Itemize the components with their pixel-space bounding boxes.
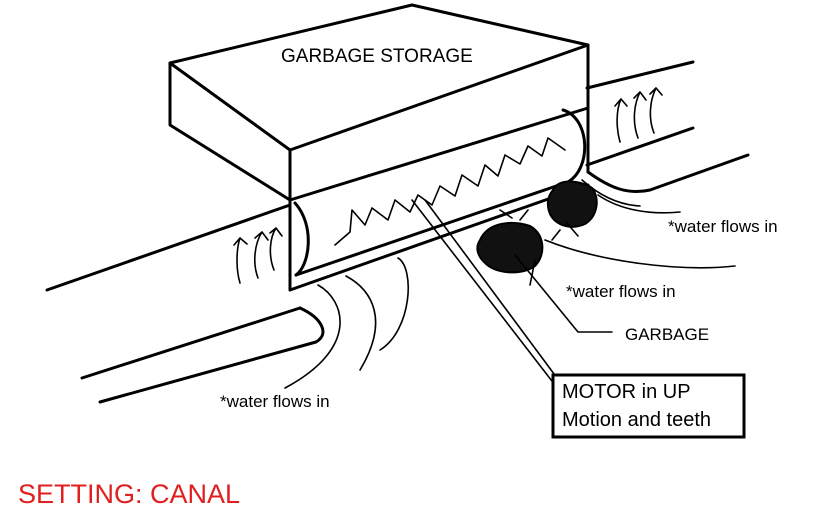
cylinder-right-cap bbox=[563, 110, 585, 182]
canal-bank-mid-right bbox=[587, 128, 693, 165]
canal-bank-front-right bbox=[588, 155, 748, 192]
water-flow-arrows bbox=[234, 88, 662, 283]
garbage-pieces bbox=[477, 182, 596, 286]
water-label-left: *water flows in bbox=[220, 392, 330, 411]
canal-bank-lower-left bbox=[82, 308, 300, 378]
cylinder-base bbox=[290, 185, 588, 290]
cylinder-left-cap bbox=[295, 203, 308, 275]
canal-bank-front-left bbox=[100, 308, 323, 402]
water-flow-line-left-3 bbox=[380, 258, 408, 350]
garbage-blob bbox=[477, 223, 542, 272]
garbage-storage-box bbox=[170, 5, 588, 200]
water-label-middle: *water flows in bbox=[566, 282, 676, 301]
water-flow-arrow bbox=[615, 99, 627, 142]
water-flow-line-left-1 bbox=[285, 285, 340, 388]
motor-label-line1: MOTOR in UP bbox=[562, 381, 691, 403]
water-label-right: *water flows in bbox=[668, 217, 778, 236]
canal-bank-top-right bbox=[587, 62, 693, 88]
garbage-blob bbox=[548, 182, 597, 227]
water-flow-line-left-2 bbox=[346, 276, 376, 370]
motor-label-line2: Motion and teeth bbox=[562, 409, 711, 431]
water-flow-arrow bbox=[650, 88, 662, 133]
water-flow-line-right-1 bbox=[598, 195, 680, 213]
garbage-label: GARBAGE bbox=[625, 325, 709, 344]
water-flow-arrow bbox=[270, 228, 282, 270]
water-flow-line-right-2 bbox=[545, 240, 735, 268]
water-flow-arrow bbox=[234, 238, 247, 283]
canal-bank-top-left bbox=[47, 205, 290, 290]
setting-label: SETTING: CANAL bbox=[18, 479, 240, 509]
water-flow-arrow bbox=[255, 232, 268, 278]
storage-label: GARBAGE STORAGE bbox=[281, 46, 473, 67]
water-flow-arrow bbox=[634, 92, 646, 138]
